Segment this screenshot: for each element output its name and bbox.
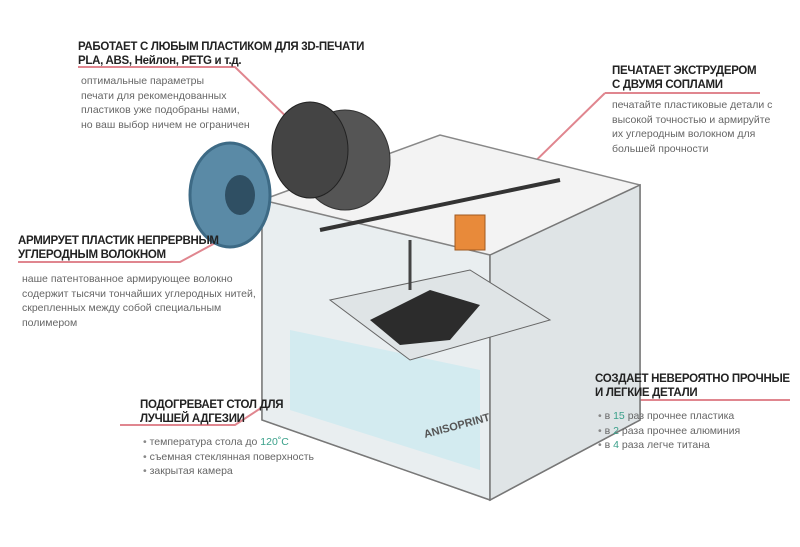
bullet-highlight: 15 [613,410,625,422]
title-line: С ДВУМЯ СОПЛАМИ [612,79,723,91]
title-line: АРМИРУЕТ ПЛАСТИК НЕПРЕРВНЫМ [18,235,219,247]
text-line: полимером [22,316,78,329]
text-line: большей прочности [612,142,709,155]
bed-bullets: температура стола до 120˚C съемная стекл… [143,435,314,479]
bullet-item: в 15 раз прочнее пластика [598,409,740,424]
bullet-highlight: 120˚C [260,436,289,448]
text-line: наше патентованное армирующее волокно [22,273,233,285]
title-line: УГЛЕРОДНЫМ ВОЛОКНОМ [18,249,166,261]
strength-bullets: в 15 раз прочнее пластика в 2 раза прочн… [598,409,741,453]
text-line: скрепленных между собой специальным [22,302,222,314]
title-line: ПОДОГРЕВАЕТ СТОЛ ДЛЯ [140,399,284,411]
fiber-text: наше патентованное армирующее волокно со… [22,272,256,330]
text-line: высокой точностью и армируйте [612,113,771,126]
fiber-title: АРМИРУЕТ ПЛАСТИК НЕПРЕРВНЫМ УГЛЕРОДНЫМ В… [18,234,219,262]
bullet-item: закрытая камера [143,464,314,479]
extruder-text: печатайте пластиковые детали с высокой т… [612,98,772,156]
title-line: СОЗДАЕТ НЕВЕРОЯТНО ПРОЧНЫЕ [595,373,790,385]
bullet-text: температура стола до [149,436,261,448]
bullet-text: в [604,424,614,437]
text-line: содержит тысячи тончайших углеродных нит… [22,287,256,300]
plastics-text: оптимальные параметры печати для рекомен… [81,74,250,132]
bullet-text: раз прочнее пластика [624,410,735,422]
spools [188,101,391,249]
plastics-subtitle: PLA, ABS, Нейлон, PETG и т.д. [78,55,242,67]
bullet-text: закрытая камера [149,465,233,477]
bullet-text: раза легче титана [618,439,710,451]
bullet-highlight: 2 [613,424,619,437]
bullet-text: в [604,410,614,422]
text-line: пластиков уже подобраны нами, [81,104,240,116]
title-line: ПЕЧАТАЕТ ЭКСТРУДЕРОМ [612,65,757,77]
bed-title: ПОДОГРЕВАЕТ СТОЛ ДЛЯ ЛУЧШЕЙ АДГЕЗИИ [140,398,284,426]
title-line: И ЛЕГКИЕ ДЕТАЛИ [595,387,698,399]
text-line: печатайте пластиковые детали с [612,99,773,111]
bullet-item: в 2 раза прочнее алюминия [598,424,741,439]
bullet-highlight: 4 [613,439,619,451]
bullet-text: съемная стеклянная поверхность [149,450,315,463]
text-line: печати для рекомендованных [81,89,227,102]
bullet-item: съемная стеклянная поверхность [143,450,314,465]
bullet-text: в [604,439,614,451]
bullet-text: раза прочнее алюминия [618,424,741,437]
bullet-item: температура стола до 120˚C [143,435,314,450]
plastics-title: РАБОТАЕТ С ЛЮБЫМ ПЛАСТИКОМ ДЛЯ 3D-ПЕЧАТИ [78,41,365,53]
bullet-item: в 4 раза легче титана [598,438,740,453]
title-line: ЛУЧШЕЙ АДГЕЗИИ [140,413,245,425]
text-line: но ваш выбор ничем не ограничен [81,118,250,131]
text-line: оптимальные параметры [81,75,205,87]
text-line: их углеродным волокном для [612,128,756,140]
strength-title: СОЗДАЕТ НЕВЕРОЯТНО ПРОЧНЫЕ И ЛЕГКИЕ ДЕТА… [595,372,790,400]
extruder-title: ПЕЧАТАЕТ ЭКСТРУДЕРОМ С ДВУМЯ СОПЛАМИ [612,64,757,92]
